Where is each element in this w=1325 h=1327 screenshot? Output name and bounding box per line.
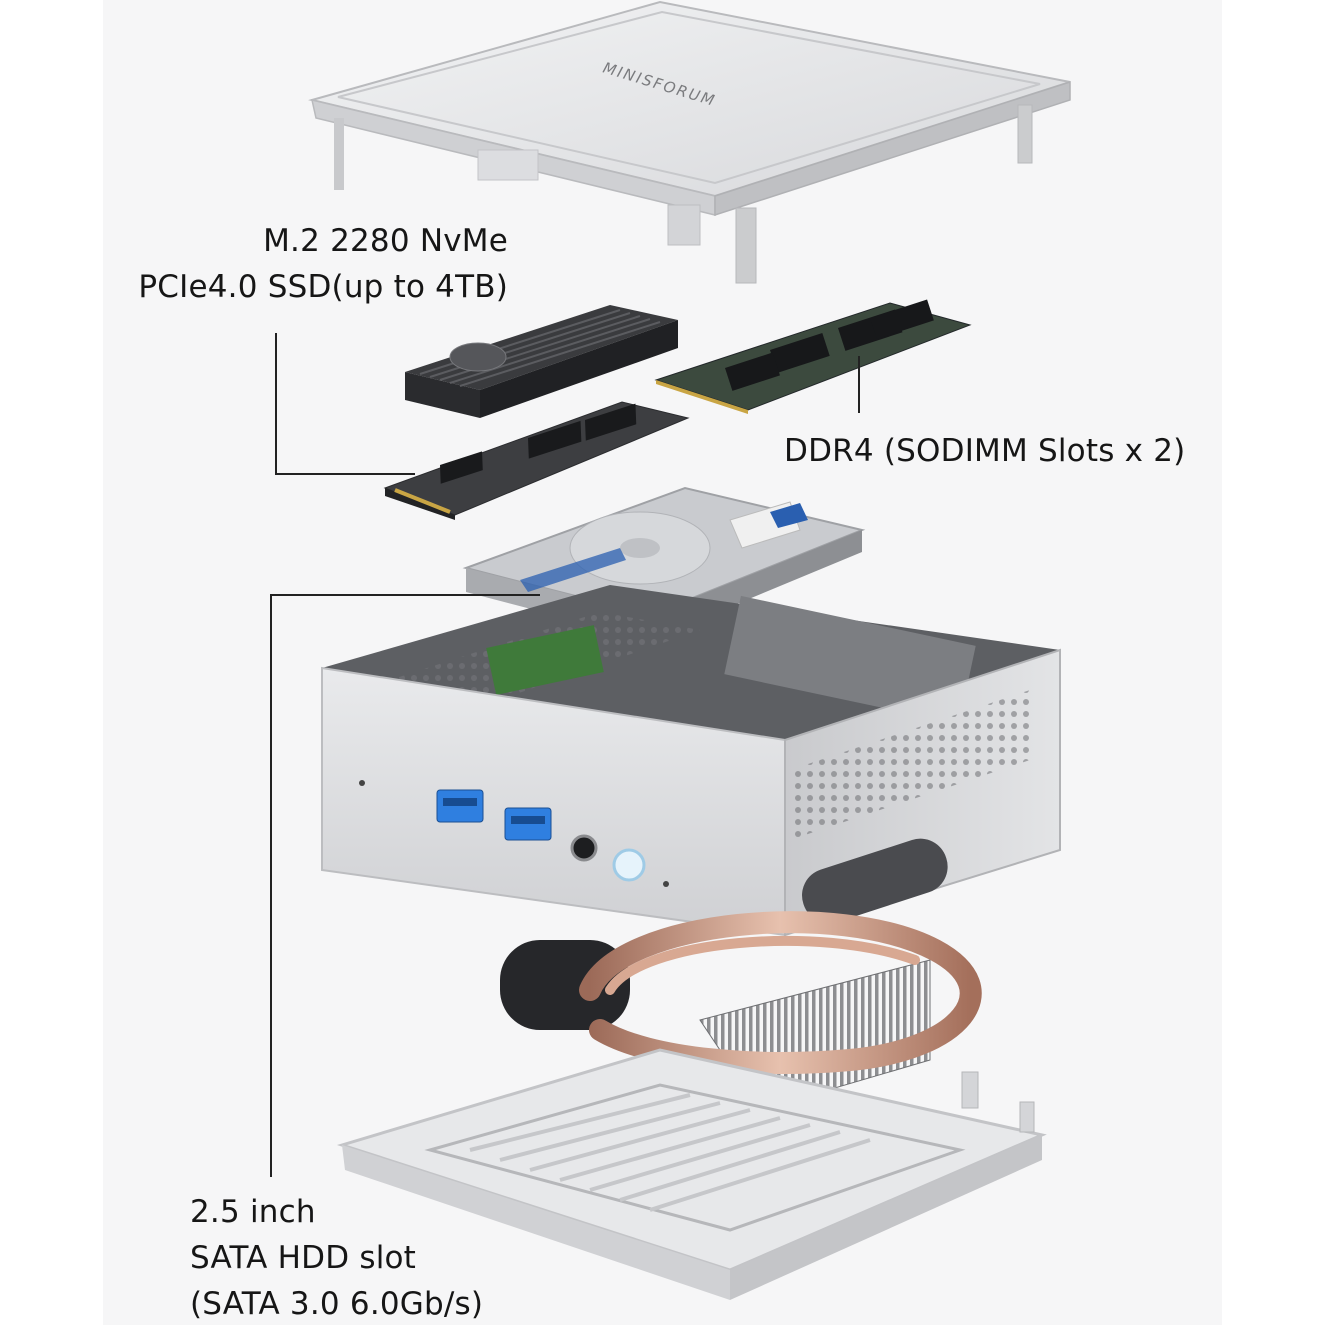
ssd-callout-line-2: PCIe4.0 SSD(up to 4TB) xyxy=(138,269,508,305)
hdd-callout-line-1: 2.5 inch xyxy=(190,1194,316,1230)
ram-callout-line-1: DDR4 (SODIMM Slots x 2) xyxy=(784,433,1186,469)
ddr4-ram-module xyxy=(654,299,972,414)
ssd-heatsink xyxy=(405,305,678,418)
audio-jack xyxy=(570,834,598,862)
ssd-callout-line-1: M.2 2280 NvMe xyxy=(263,223,508,259)
power-button xyxy=(612,848,646,882)
ssd-callout-label: M.2 2280 NvMe PCIe4.0 SSD(up to 4TB) xyxy=(138,218,508,310)
callout-lines xyxy=(270,333,860,1177)
top-lid: MINISFORUM xyxy=(308,0,1071,284)
ram-callout-label: DDR4 (SODIMM Slots x 2) xyxy=(784,428,1185,474)
bottom-plate xyxy=(336,1048,1047,1300)
hdd-callout-label: 2.5 inch SATA HDD slot (SATA 3.0 6.0Gb/s… xyxy=(190,1189,483,1327)
hdd-callout-line-2: SATA HDD slot xyxy=(190,1240,417,1276)
hdd-callout-line xyxy=(270,594,540,1177)
main-chassis xyxy=(321,585,1061,937)
front-ports xyxy=(359,780,669,887)
ssd-callout-line xyxy=(275,333,415,475)
m2-ssd-module xyxy=(383,401,690,520)
hdd-callout-line-3: (SATA 3.0 6.0Gb/s) xyxy=(190,1286,484,1322)
